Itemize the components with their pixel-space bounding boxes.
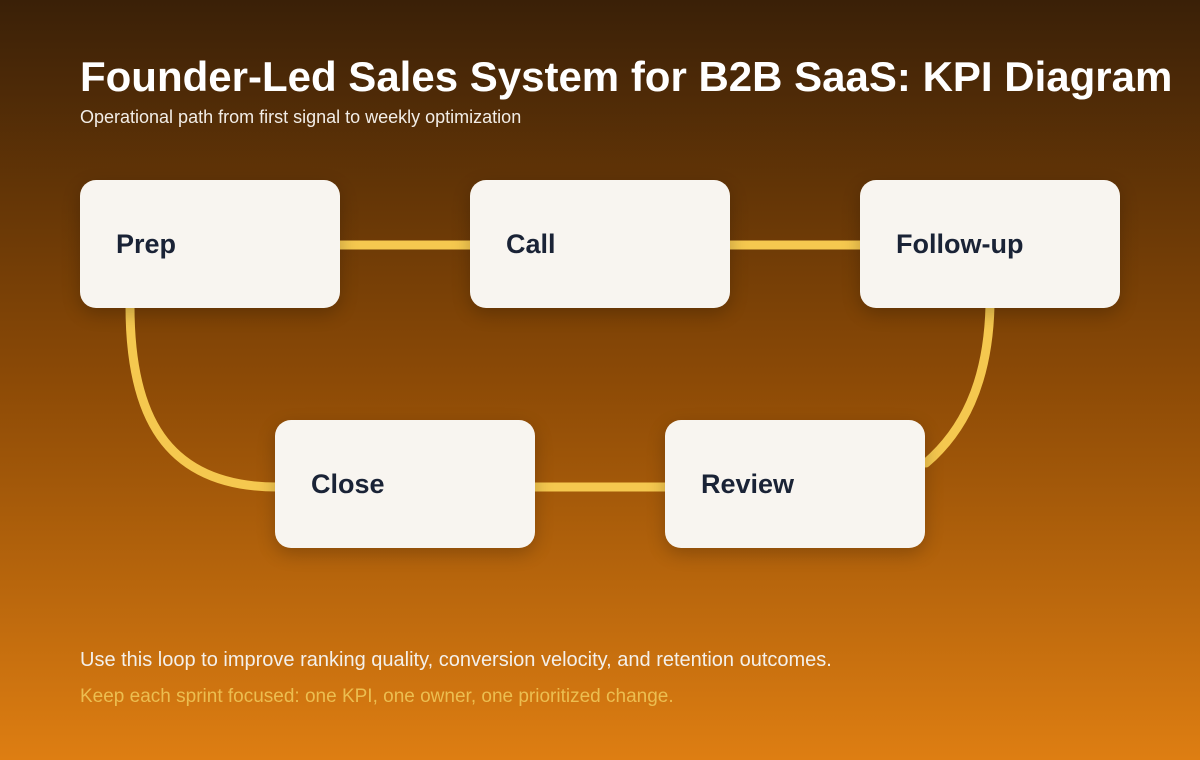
page-title: Founder-Led Sales System for B2B SaaS: K… [80, 53, 1173, 100]
node-label: Prep [116, 228, 177, 259]
node-close: Close [275, 420, 535, 548]
footer-note-primary: Use this loop to improve ranking quality… [80, 649, 832, 671]
node-follow-up: Follow-up [860, 180, 1120, 308]
node-call: Call [470, 180, 730, 308]
edge-followup-to-review [921, 301, 995, 468]
node-label: Review [701, 468, 795, 499]
node-label: Follow-up [896, 228, 1024, 259]
page-subtitle: Operational path from first signal to we… [80, 107, 522, 127]
node-prep: Prep [80, 180, 340, 308]
edge-close-to-prep [125, 301, 282, 492]
node-label: Close [311, 468, 385, 499]
node-review: Review [665, 420, 925, 548]
footer-note-accent: Keep each sprint focused: one KPI, one o… [80, 686, 674, 707]
node-label: Call [506, 228, 556, 259]
